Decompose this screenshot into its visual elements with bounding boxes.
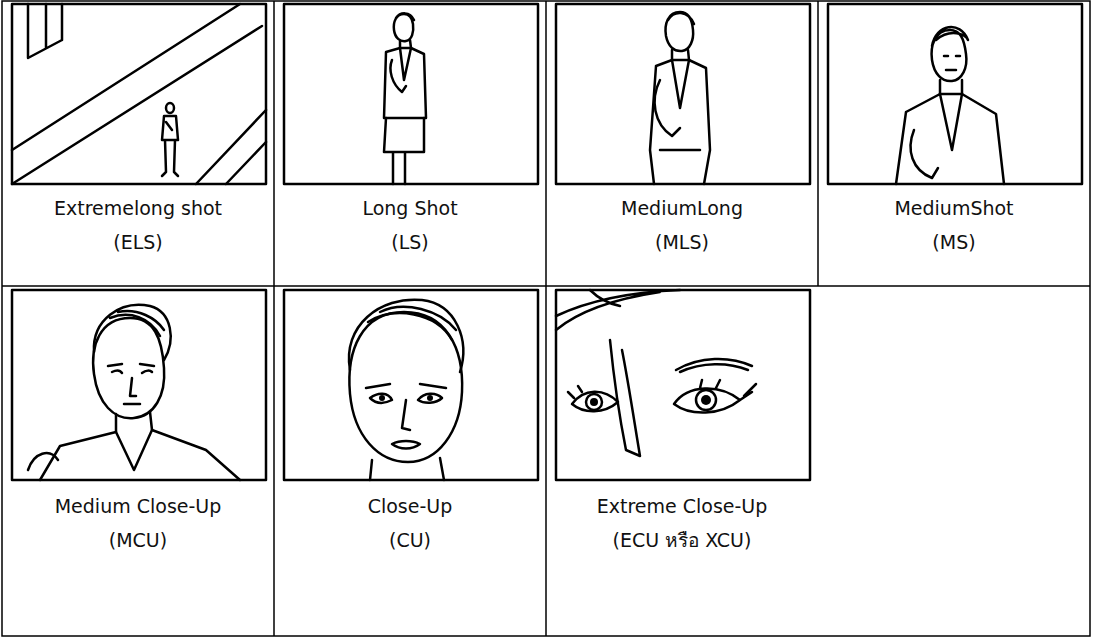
pupils: [379, 395, 711, 406]
mcu-figure: [28, 305, 240, 480]
frame: [284, 4, 538, 184]
shot-name: Extremelong shot: [2, 196, 274, 220]
ms-figure: [896, 27, 1004, 184]
shot-abbreviation: (MCU): [2, 528, 274, 552]
ecu-figure: [556, 290, 756, 456]
frame: [556, 290, 810, 480]
shot-name: MediumLong: [546, 196, 818, 220]
shot-abbreviation: (MLS): [546, 230, 818, 254]
shot-name: Long Shot: [274, 196, 546, 220]
mls-figure: [650, 12, 710, 184]
shot-abbreviation: (ECU หรือ XCU): [546, 528, 818, 552]
shot-name: MediumShot: [818, 196, 1090, 220]
shot-name: Close-Up: [274, 494, 546, 518]
shot-name: Extreme Close-Up: [546, 494, 818, 518]
shot-abbreviation: (CU): [274, 528, 546, 552]
els-figure: [12, 4, 266, 184]
frame: [12, 290, 266, 480]
ls-figure: [384, 13, 426, 184]
frame: [556, 4, 810, 184]
shot-abbreviation: (ELS): [2, 230, 274, 254]
shot-abbreviation: (LS): [274, 230, 546, 254]
frame: [12, 4, 266, 184]
frame: [828, 4, 1082, 184]
frame: [284, 290, 538, 480]
cu-figure: [349, 300, 463, 480]
shot-abbreviation: (MS): [818, 230, 1090, 254]
shot-name: Medium Close-Up: [2, 494, 274, 518]
